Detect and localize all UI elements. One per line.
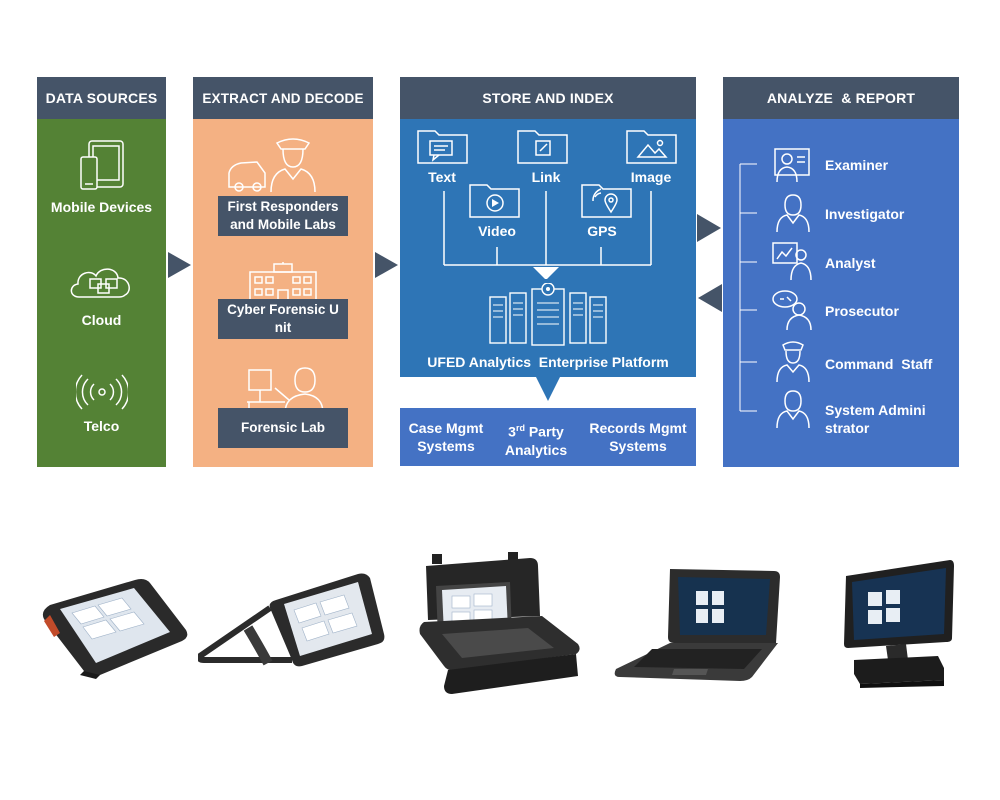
records-mgmt-line1: Records Mgmt bbox=[589, 420, 687, 436]
rugged-tablet-icon bbox=[42, 579, 188, 679]
building-icon bbox=[249, 262, 317, 303]
mobile-devices-label: Mobile Devices bbox=[50, 199, 153, 215]
third-party-line1b: Party bbox=[524, 423, 564, 440]
records-mgmt-line2: Systems bbox=[609, 438, 667, 454]
role-system-administrator: System Admini strator bbox=[825, 402, 926, 436]
video-label: Video bbox=[478, 223, 516, 239]
store-index-column: STORE AND INDEX Text Link bbox=[400, 77, 696, 377]
role-command-staff: Command Staff bbox=[825, 356, 933, 372]
third-party-line1: 3 bbox=[508, 423, 516, 440]
role-prosecutor: Prosecutor bbox=[825, 303, 899, 319]
third-party-sup: rd bbox=[515, 423, 525, 433]
link-folder-icon bbox=[517, 130, 568, 164]
image-label: Image bbox=[630, 169, 672, 185]
flow-arrow-2 bbox=[375, 252, 398, 278]
analyst-icon bbox=[772, 242, 812, 281]
data-sources-column: DATA SOURCES Mobile Devices Cloud T bbox=[37, 77, 166, 467]
field-laptop-case-icon bbox=[419, 552, 580, 694]
connector-lines bbox=[443, 191, 652, 279]
role-examiner: Examiner bbox=[825, 157, 889, 173]
extract-decode-body: First Responders and Mobile Labs Cyber F… bbox=[193, 119, 373, 467]
extract-decode-column: EXTRACT AND DECODE First Responders and … bbox=[193, 77, 373, 467]
image-folder-icon bbox=[626, 130, 677, 164]
first-responder-icon bbox=[228, 138, 316, 193]
store-index-body: Text Link Image Video GPS bbox=[400, 119, 696, 377]
gps-folder-icon bbox=[581, 184, 632, 218]
cyber-forensic-unit-box: Cyber Forensic U nit bbox=[218, 299, 348, 339]
analyze-report-header: ANALYZE & REPORT bbox=[723, 77, 959, 119]
third-party-line2: Analytics bbox=[504, 441, 568, 458]
text-folder-icon bbox=[417, 130, 468, 164]
forensic-lab-box: Forensic Lab bbox=[218, 408, 348, 448]
investigator-icon bbox=[776, 194, 810, 233]
store-index-header: STORE AND INDEX bbox=[400, 77, 696, 119]
analyze-report-body: Examiner Investigator Analyst Prosecutor… bbox=[723, 119, 959, 467]
flow-arrow-down bbox=[536, 377, 560, 401]
integrations-box: Case Mgmt Systems 3rd Party Analytics Re… bbox=[400, 408, 696, 466]
case-mgmt-label: Case Mgmt Systems bbox=[400, 419, 492, 455]
telco-signal-icon bbox=[76, 374, 128, 410]
data-sources-header: DATA SOURCES bbox=[37, 77, 166, 119]
command-staff-icon bbox=[776, 341, 810, 383]
flow-arrow-back bbox=[698, 284, 722, 312]
analyze-report-column: ANALYZE & REPORT bbox=[723, 77, 959, 467]
extract-decode-header: EXTRACT AND DECODE bbox=[193, 77, 373, 119]
prosecutor-icon bbox=[772, 290, 812, 331]
video-folder-icon bbox=[469, 184, 520, 218]
mobile-devices-icon bbox=[80, 140, 124, 190]
role-investigator: Investigator bbox=[825, 206, 905, 222]
third-party-label: 3rd Party Analytics bbox=[492, 419, 580, 459]
role-tree-lines bbox=[739, 163, 757, 412]
telco-label: Telco bbox=[83, 418, 120, 434]
platform-label: UFED Analytics Enterprise Platform bbox=[427, 354, 669, 370]
gps-label: GPS bbox=[587, 223, 617, 239]
forensic-lab-icon bbox=[247, 367, 324, 414]
data-sources-body: Mobile Devices Cloud Telco bbox=[37, 119, 166, 467]
examiner-icon bbox=[774, 148, 810, 183]
case-mgmt-line1: Case Mgmt bbox=[408, 420, 484, 436]
role-analyst: Analyst bbox=[825, 255, 876, 271]
records-mgmt-label: Records Mgmt Systems bbox=[580, 419, 696, 455]
flow-arrow-3 bbox=[697, 214, 721, 242]
rugged-laptop-icon bbox=[614, 569, 780, 681]
server-cluster-icon bbox=[489, 283, 607, 346]
system-administrator-icon bbox=[776, 390, 810, 429]
flow-arrow-1 bbox=[168, 252, 191, 278]
cloud-icon bbox=[70, 268, 130, 298]
first-responders-box: First Responders and Mobile Labs bbox=[218, 196, 348, 236]
tablet-with-kickstand-icon bbox=[198, 573, 385, 667]
case-mgmt-line2: Systems bbox=[417, 438, 475, 454]
cloud-label: Cloud bbox=[81, 312, 122, 328]
text-label: Text bbox=[428, 169, 456, 185]
link-label: Link bbox=[531, 169, 561, 185]
all-in-one-workstation-icon bbox=[844, 560, 954, 688]
